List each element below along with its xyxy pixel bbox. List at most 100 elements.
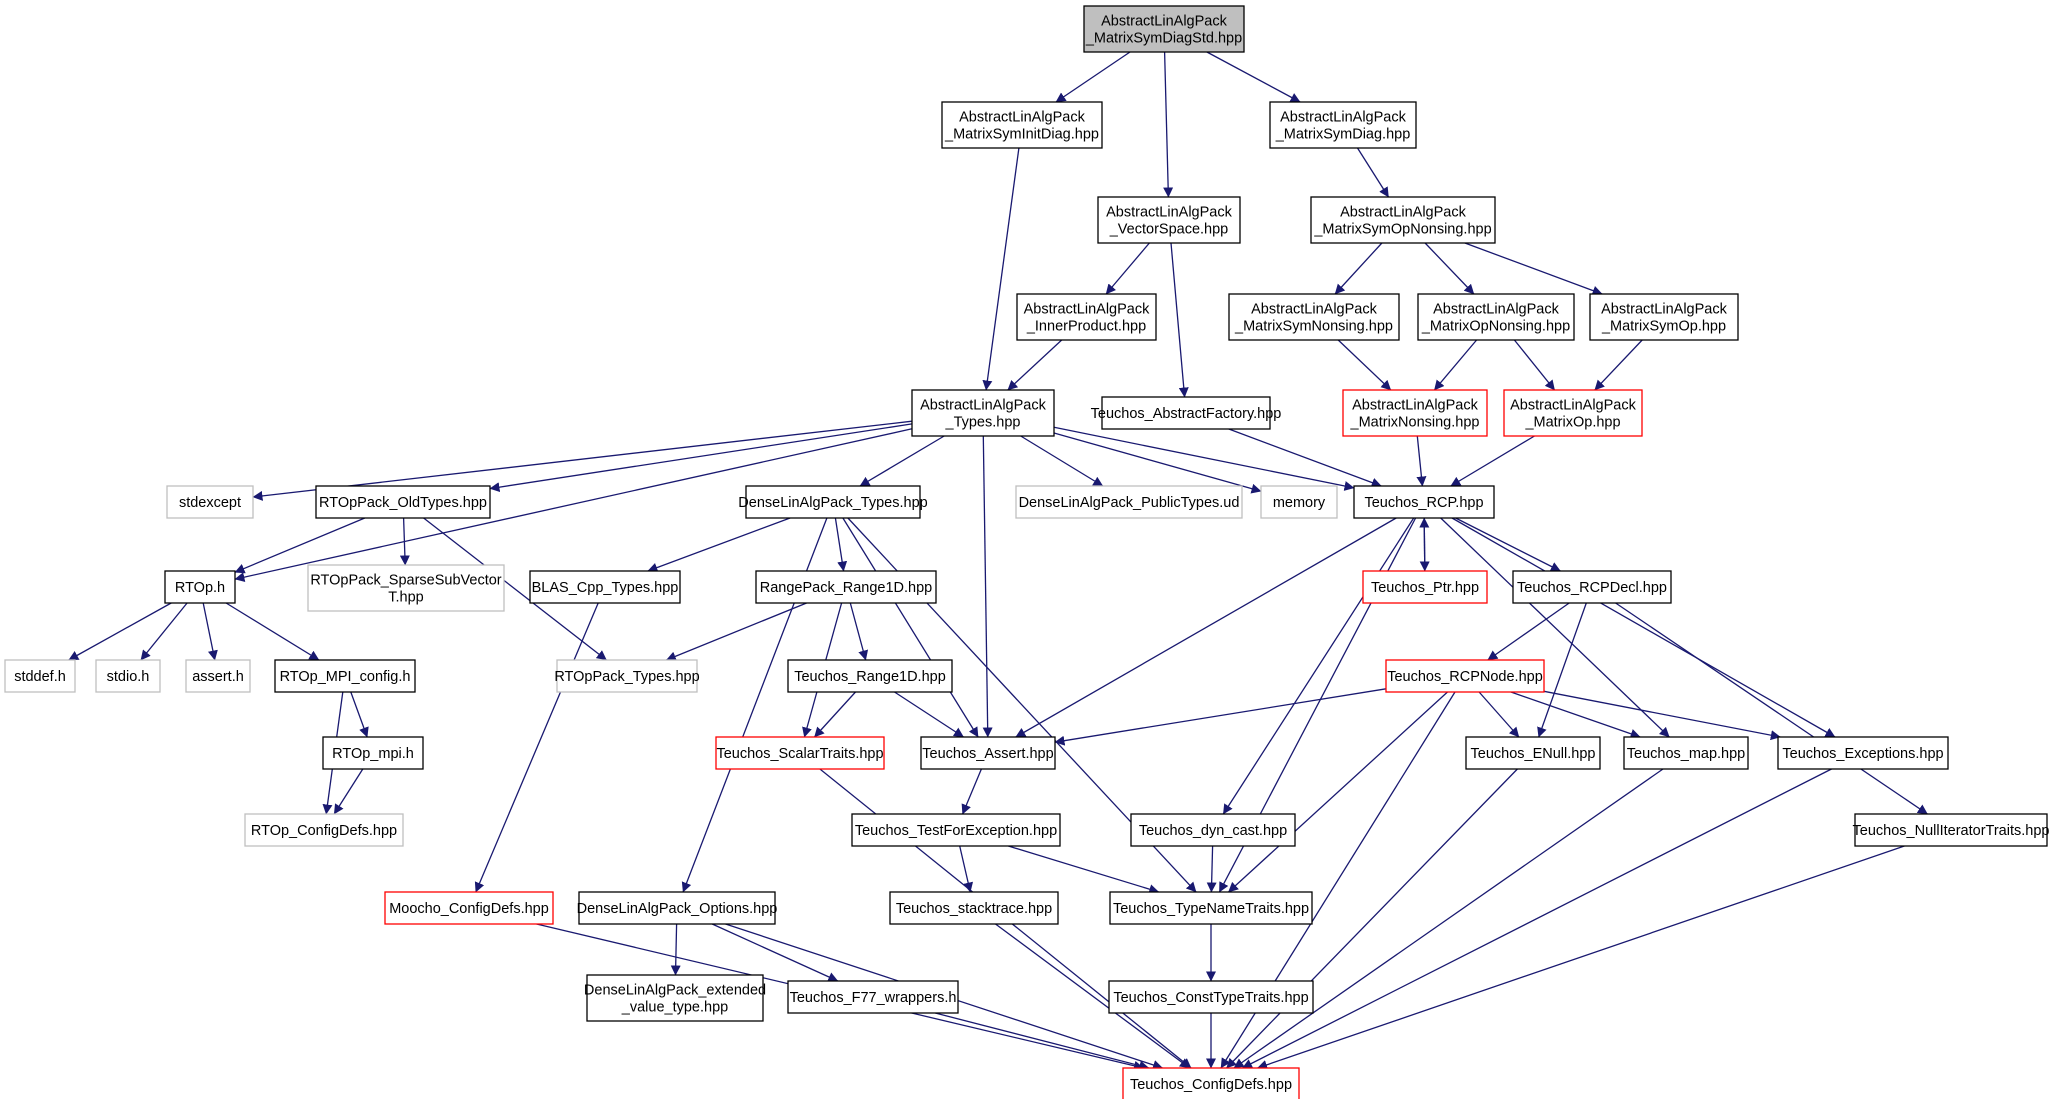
node-label-blas-line-0: BLAS_Cpp_Types.hpp — [532, 580, 679, 596]
node-box-msd — [1269, 101, 1417, 149]
edge-mopn-to-mop — [1513, 339, 1556, 391]
node-box-rr1d — [755, 570, 937, 604]
node-nit[interactable]: Teuchos_NullIteratorTraits.hpp — [1853, 813, 2050, 847]
node-dlaopt[interactable]: DenseLinAlgPack_Options.hpp — [577, 891, 778, 925]
node-box-mn — [1342, 389, 1488, 437]
node-label-msid-line-1: _MatrixSymInitDiag.hpp — [944, 126, 1099, 142]
node-label-f77-line-0: Teuchos_F77_wrappers.h — [790, 990, 957, 1006]
node-tfe[interactable]: Teuchos_TestForException.hpp — [851, 813, 1061, 847]
node-ip[interactable]: AbstractLinAlgPack_InnerProduct.hpp — [1016, 293, 1157, 341]
edge-msd-to-msopn — [1356, 147, 1390, 198]
node-label-dlaext-line-1: _value_type.hpp — [621, 999, 728, 1015]
edge-rtoph-to-mpiconf — [225, 602, 320, 661]
node-tassert[interactable]: Teuchos_Assert.hpp — [920, 736, 1056, 770]
edge-rcpdecl-to-nit — [1615, 602, 1928, 815]
node-msd[interactable]: AbstractLinAlgPack_MatrixSymDiag.hpp — [1269, 101, 1417, 149]
node-label-rtoptypes-line-0: RTOpPack_Types.hpp — [554, 669, 699, 685]
node-msopn[interactable]: AbstractLinAlgPack_MatrixSymOpNonsing.hp… — [1310, 196, 1496, 244]
node-blas[interactable]: BLAS_Cpp_Types.hpp — [529, 570, 681, 604]
node-memory: memory — [1260, 485, 1338, 519]
edge-dlaopt-to-f77 — [711, 923, 839, 982]
node-ctt[interactable]: Teuchos_ConstTypeTraits.hpp — [1108, 980, 1314, 1014]
node-stack[interactable]: Teuchos_stacktrace.hpp — [889, 891, 1059, 925]
edge-tr1d-to-scalar — [814, 691, 856, 738]
node-rtoptypes: RTOpPack_Types.hpp — [554, 659, 700, 693]
node-rcpnode[interactable]: Teuchos_RCPNode.hpp — [1385, 659, 1545, 693]
edge-dlatypes-to-dlaopt — [681, 517, 828, 893]
edge-types-to-dlatypes — [859, 435, 945, 487]
edge-taf-to-rcp — [1228, 428, 1382, 488]
edge-dlatypes-to-rr1d — [834, 517, 848, 572]
edge-enull-to-tconf — [1226, 768, 1518, 1069]
node-mpiconf[interactable]: RTOp_MPI_config.h — [274, 659, 416, 693]
node-box-assert — [185, 659, 251, 693]
node-tmap[interactable]: Teuchos_map.hpp — [1623, 736, 1749, 770]
edge-tmap-to-tconf — [1233, 768, 1664, 1069]
node-label-dyn-line-0: Teuchos_dyn_cast.hpp — [1139, 823, 1287, 839]
edge-types-to-rcp — [1053, 426, 1355, 491]
node-label-root-line-0: AbstractLinAlgPack — [1101, 13, 1227, 29]
node-moocho[interactable]: Moocho_ConfigDefs.hpp — [384, 891, 554, 925]
node-label-ctt-line-0: Teuchos_ConstTypeTraits.hpp — [1113, 990, 1308, 1006]
node-tr1d[interactable]: Teuchos_Range1D.hpp — [787, 659, 953, 693]
edge-rtoph-to-stddef — [68, 602, 172, 661]
edge-root-to-msd — [1206, 51, 1301, 103]
edge-rcp-to-tassert — [1015, 517, 1397, 738]
node-rtoph[interactable]: RTOp.h — [164, 570, 236, 604]
node-label-stdio-line-0: stdio.h — [107, 669, 150, 685]
node-label-mn-line-1: _MatrixNonsing.hpp — [1350, 414, 1480, 430]
node-box-mpih — [322, 736, 424, 770]
node-label-dlaopt-line-0: DenseLinAlgPack_Options.hpp — [577, 901, 778, 917]
node-scalar[interactable]: Teuchos_ScalarTraits.hpp — [715, 736, 885, 770]
node-f77[interactable]: Teuchos_F77_wrappers.h — [787, 980, 959, 1014]
node-box-stdio — [95, 659, 161, 693]
node-stdexcept: stdexcept — [166, 485, 254, 519]
node-label-rcp-line-0: Teuchos_RCP.hpp — [1364, 495, 1483, 511]
node-msop[interactable]: AbstractLinAlgPack_MatrixSymOp.hpp — [1589, 293, 1739, 341]
node-vs[interactable]: AbstractLinAlgPack_VectorSpace.hpp — [1097, 196, 1241, 244]
node-tnt[interactable]: Teuchos_TypeNameTraits.hpp — [1109, 891, 1313, 925]
edge-msopn-to-mopn — [1424, 242, 1475, 295]
node-label-msd-line-1: _MatrixSymDiag.hpp — [1275, 126, 1411, 142]
edge-types-to-memory — [1053, 432, 1262, 494]
node-label-taf-line-0: Teuchos_AbstractFactory.hpp — [1091, 406, 1282, 422]
edge-rr1d-to-tr1d — [849, 602, 869, 661]
node-label-moocho-line-0: Moocho_ConfigDefs.hpp — [389, 901, 549, 917]
node-dlaext[interactable]: DenseLinAlgPack_extended_value_type.hpp — [584, 974, 766, 1022]
node-box-rtopold — [315, 485, 491, 519]
node-mpih[interactable]: RTOp_mpi.h — [322, 736, 424, 770]
node-box-ptr — [1362, 570, 1488, 604]
node-box-sparse — [307, 564, 505, 612]
node-ptr[interactable]: Teuchos_Ptr.hpp — [1362, 570, 1488, 604]
node-msn[interactable]: AbstractLinAlgPack_MatrixSymNonsing.hpp — [1228, 293, 1400, 341]
node-label-types-line-0: AbstractLinAlgPack — [920, 397, 1046, 413]
node-msid[interactable]: AbstractLinAlgPack_MatrixSymInitDiag.hpp — [941, 101, 1103, 149]
node-types[interactable]: AbstractLinAlgPack_Types.hpp — [911, 389, 1055, 437]
node-label-dlaext-line-0: DenseLinAlgPack_extended — [584, 982, 766, 998]
edge-dyn-to-tnt — [1206, 845, 1217, 893]
edge-tfe-to-tnt — [1008, 845, 1160, 895]
node-dlatypes[interactable]: DenseLinAlgPack_Types.hpp — [738, 485, 928, 519]
node-texc[interactable]: Teuchos_Exceptions.hpp — [1777, 736, 1949, 770]
edge-types-to-tassert — [982, 435, 993, 738]
edge-stack-to-tconf — [995, 923, 1190, 1069]
node-taf[interactable]: Teuchos_AbstractFactory.hpp — [1091, 396, 1282, 430]
node-label-assert-line-0: assert.h — [192, 669, 244, 685]
node-rtopold[interactable]: RTOpPack_OldTypes.hpp — [315, 485, 491, 519]
node-mopn[interactable]: AbstractLinAlgPack_MatrixOpNonsing.hpp — [1417, 293, 1575, 341]
node-enull[interactable]: Teuchos_ENull.hpp — [1465, 736, 1601, 770]
node-label-enull-line-0: Teuchos_ENull.hpp — [1471, 746, 1596, 762]
edge-rcp-to-texc — [1451, 517, 1836, 738]
node-rcpdecl[interactable]: Teuchos_RCPDecl.hpp — [1512, 570, 1672, 604]
node-dyn[interactable]: Teuchos_dyn_cast.hpp — [1130, 813, 1296, 847]
node-mn[interactable]: AbstractLinAlgPack_MatrixNonsing.hpp — [1342, 389, 1488, 437]
node-label-memory-line-0: memory — [1273, 495, 1326, 511]
node-tconf[interactable]: Teuchos_ConfigDefs.hpp — [1122, 1067, 1300, 1099]
node-rcp[interactable]: Teuchos_RCP.hpp — [1353, 485, 1495, 519]
node-rr1d[interactable]: RangePack_Range1D.hpp — [755, 570, 937, 604]
node-mop[interactable]: AbstractLinAlgPack_MatrixOp.hpp — [1503, 389, 1643, 437]
node-label-ip-line-0: AbstractLinAlgPack — [1024, 301, 1150, 317]
edge-tr1d-to-tassert — [894, 691, 964, 738]
node-root[interactable]: AbstractLinAlgPack_MatrixSymDiagStd.hpp — [1083, 5, 1245, 53]
node-stdio: stdio.h — [95, 659, 161, 693]
